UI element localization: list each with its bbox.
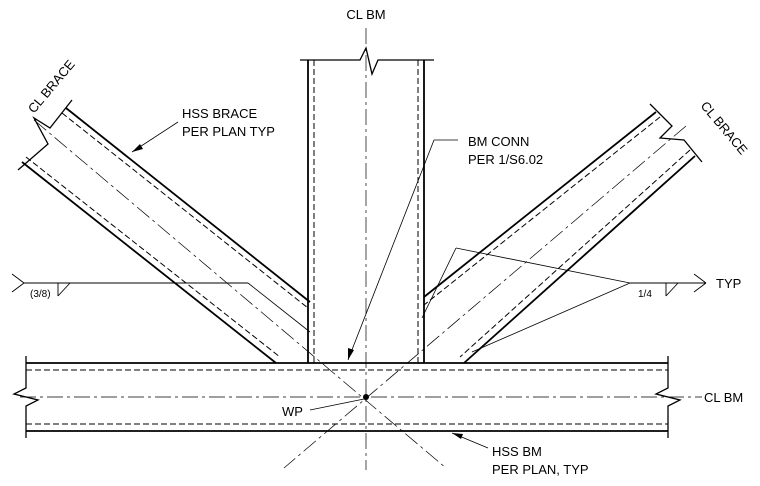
- column-break-top: [300, 46, 434, 77]
- bm-conn-label-line2: PER 1/S6.02: [468, 152, 543, 167]
- cl-brace-right-label: CL BRACE: [698, 98, 751, 157]
- hss-column: [300, 46, 434, 363]
- hss-beam: [12, 356, 682, 438]
- cl-bm-right-label: CL BM: [704, 390, 743, 405]
- hss-bm-label-line2: PER PLAN, TYP: [492, 462, 589, 477]
- centerline-brace-right: [283, 125, 687, 469]
- typ-label: TYP: [716, 276, 741, 291]
- weld-size-left-label: (3/8): [30, 289, 51, 300]
- leaders: [131, 121, 489, 449]
- weld-symbol-left: [11, 273, 311, 333]
- brace-break-right: [649, 103, 703, 163]
- wp-label: WP: [282, 404, 303, 419]
- bm-conn-label-line1: BM CONN: [468, 134, 529, 149]
- brace-break-left: [17, 99, 73, 171]
- weld-symbol-right: [421, 247, 707, 353]
- hss-bm-label-line1: HSS BM: [492, 444, 542, 459]
- hss-brace-right: [423, 103, 703, 364]
- weld-size-right-label: 1/4: [638, 289, 652, 300]
- work-point-marker: [363, 394, 369, 400]
- leader-wp: [309, 398, 365, 411]
- hss-brace-left: [17, 99, 311, 364]
- hss-brace-label-line2: PER PLAN TYP: [182, 124, 275, 139]
- cl-bm-top-label: CL BM: [346, 7, 385, 22]
- centerline-brace-left: [33, 119, 447, 469]
- centerlines: [20, 28, 702, 470]
- cl-brace-left-label: CL BRACE: [25, 57, 78, 116]
- hss-brace-label-line1: HSS BRACE: [182, 106, 257, 121]
